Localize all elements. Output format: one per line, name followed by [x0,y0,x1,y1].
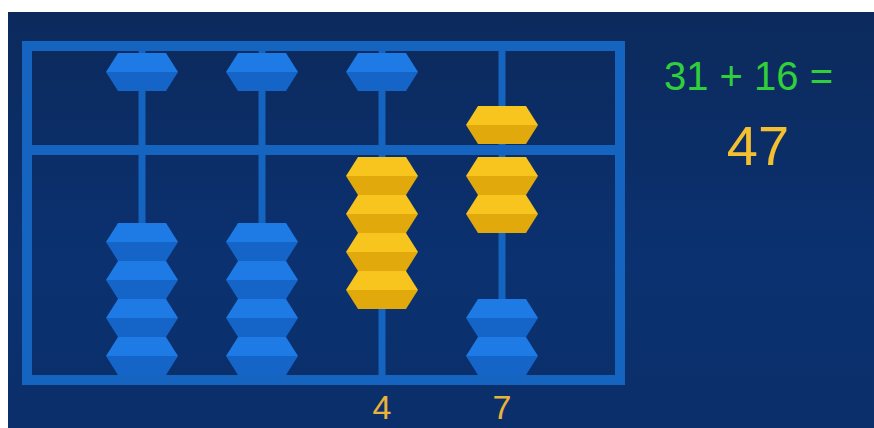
heaven-bead [346,53,418,91]
heaven-bead [466,106,538,144]
earth-bead [346,195,418,233]
earth-bead [466,157,538,195]
earth-bead [106,337,178,375]
earth-bead [226,299,298,337]
earth-bead [466,195,538,233]
earth-bead [106,261,178,299]
earth-bead [466,299,538,337]
earth-bead [106,223,178,261]
result-number: 47 [727,118,789,174]
abacus-frame [27,46,620,380]
earth-bead [346,271,418,309]
earth-bead [226,261,298,299]
digit-label: 7 [493,390,512,424]
abacus-beam [27,145,620,155]
earth-bead [466,337,538,375]
earth-bead [346,233,418,271]
abacus-beads [106,53,538,375]
earth-bead [226,223,298,261]
heaven-bead [106,53,178,91]
heaven-bead [226,53,298,91]
earth-bead [346,157,418,195]
earth-bead [106,299,178,337]
equation-text: 31 + 16 = [664,56,833,96]
digit-label: 4 [373,390,392,424]
abacus-rods [142,48,502,377]
earth-bead [226,337,298,375]
